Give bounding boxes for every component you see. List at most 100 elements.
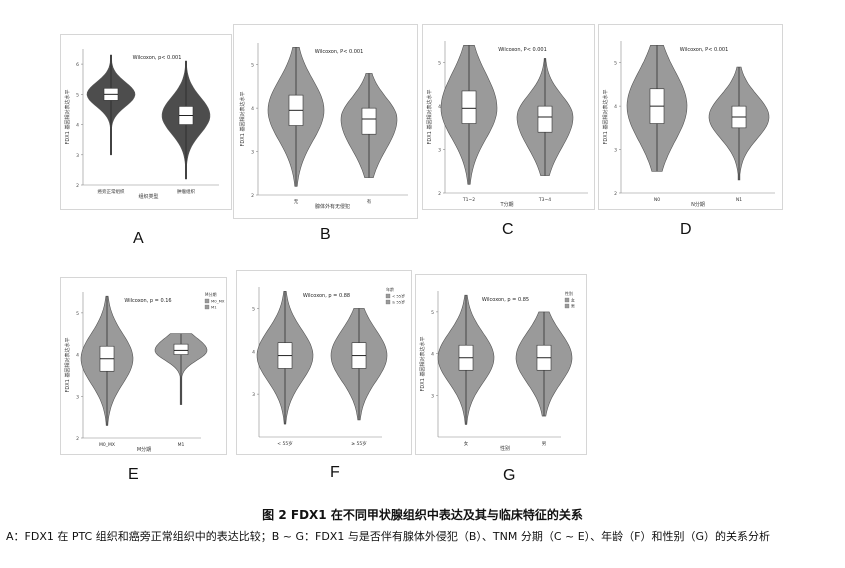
y-tick-label-g-0: 3 xyxy=(431,393,434,399)
category-label-a-0: 癌旁正常组织 xyxy=(98,188,125,195)
violin-chart-g: 345FDX1 基因相对表达水平Wilcoxon, p = 0.85女男性别性别… xyxy=(419,290,575,452)
box-b-1 xyxy=(361,107,377,135)
y-tick-label-b-2: 4 xyxy=(251,106,254,112)
category-label-b-0: 无 xyxy=(294,199,299,205)
y-tick-label-d-1: 3 xyxy=(614,148,617,154)
category-label-a-1: 肿瘤组织 xyxy=(177,188,195,195)
stat-label-b: Wilcoxon, P< 0.001 xyxy=(315,49,364,55)
y-axis-label-a: FDX1 基因相对表达水平 xyxy=(64,90,71,145)
legend-title-g: 性别 xyxy=(565,290,573,296)
legend-swatch-e-1 xyxy=(204,304,210,310)
category-label-d-0: N0 xyxy=(654,197,660,203)
panel-label-g: G xyxy=(503,467,516,484)
box-e-1 xyxy=(173,343,189,355)
y-tick-label-f-0: 3 xyxy=(252,392,255,398)
stat-label-a: Wilcoxon, p< 0.001 xyxy=(133,55,182,61)
x-axis-label-a: 组织类型 xyxy=(138,193,158,200)
x-axis-label-c: T分期 xyxy=(499,201,513,208)
panel-label-b: B xyxy=(320,226,331,243)
stat-label-c: Wilcoxon, P< 0.001 xyxy=(498,47,547,53)
y-tick-label-d-2: 4 xyxy=(614,104,617,110)
y-tick-label-e-0: 2 xyxy=(76,436,79,442)
legend-entry-f-0: < 55岁 xyxy=(392,294,405,299)
y-tick-label-a-0: 2 xyxy=(76,183,79,189)
y-tick-label-b-0: 2 xyxy=(251,193,254,199)
y-tick-label-d-3: 5 xyxy=(614,61,617,67)
x-axis-label-g: 性别 xyxy=(500,445,510,452)
y-tick-label-g-2: 5 xyxy=(431,310,434,316)
y-tick-label-b-3: 5 xyxy=(251,63,254,69)
y-tick-label-a-2: 4 xyxy=(76,123,79,129)
y-tick-label-c-2: 4 xyxy=(438,104,441,110)
box-c-0 xyxy=(461,90,477,124)
legend-swatch-f-0 xyxy=(385,293,391,299)
stat-label-g: Wilcoxon, p = 0.85 xyxy=(482,297,529,303)
y-tick-label-a-3: 5 xyxy=(76,92,79,98)
category-label-b-1: 有 xyxy=(367,198,372,205)
panel-label-e: E xyxy=(128,466,139,483)
y-tick-label-f-1: 4 xyxy=(252,349,255,355)
y-tick-label-b-1: 3 xyxy=(251,150,254,156)
y-tick-label-c-0: 2 xyxy=(438,191,441,197)
x-axis-label-b: 腺体外有无侵犯 xyxy=(315,203,350,210)
legend-entry-f-1: ≥ 55岁 xyxy=(392,300,405,305)
y-tick-label-c-3: 5 xyxy=(438,61,441,67)
legend-swatch-e-0 xyxy=(204,298,210,304)
legend-swatch-g-1 xyxy=(564,303,570,309)
panel-label-f: F xyxy=(330,464,340,481)
y-tick-label-a-4: 6 xyxy=(76,62,79,68)
y-tick-label-g-1: 4 xyxy=(431,352,434,358)
y-tick-label-e-3: 5 xyxy=(76,311,79,317)
legend-title-e: M分期 xyxy=(205,291,216,297)
category-label-g-1: 男 xyxy=(542,441,547,447)
legend-swatch-g-0 xyxy=(564,297,570,303)
figure-description: A：FDX1 在 PTC 组织和癌旁正常组织中的表达比较；B ~ G：FDX1 … xyxy=(6,530,771,543)
panel-label-a: A xyxy=(133,230,144,247)
category-label-f-1: ≥ 55岁 xyxy=(351,440,366,447)
category-label-d-1: N1 xyxy=(736,197,742,203)
y-axis-label-e: FDX1 基因相对表达水平 xyxy=(64,338,71,393)
x-axis-label-e: M分期 xyxy=(137,446,151,453)
category-label-c-1: T3~4 xyxy=(538,197,551,203)
y-tick-label-d-0: 2 xyxy=(614,191,617,197)
y-axis-label-g: FDX1 基因相对表达水平 xyxy=(419,337,426,392)
legend-entry-e-0: M0_MX xyxy=(211,299,225,304)
y-tick-label-f-2: 5 xyxy=(252,306,255,312)
panel-label-d: D xyxy=(680,221,692,238)
legend-swatch-f-1 xyxy=(385,299,391,305)
category-label-e-1: M1 xyxy=(178,442,185,448)
legend-entry-g-1: 男 xyxy=(571,304,575,309)
category-label-e-0: M0_MX xyxy=(99,442,115,448)
legend-title-f: 年龄 xyxy=(386,286,394,292)
y-tick-label-c-1: 3 xyxy=(438,148,441,154)
figure-title: 图 2 FDX1 在不同甲状腺组织中表达及其与临床特征的关系 xyxy=(262,508,583,522)
category-label-c-0: T1~2 xyxy=(462,197,475,203)
category-label-g-0: 女 xyxy=(464,440,469,447)
legend-entry-e-1: M1 xyxy=(211,305,217,310)
y-axis-label-d: FDX1 基因相对表达水平 xyxy=(602,90,609,145)
legend-entry-g-0: 女 xyxy=(571,298,575,303)
stat-label-e: Wilcoxon, p = 0.16 xyxy=(124,298,171,304)
y-axis-label-b: FDX1 基因相对表达水平 xyxy=(239,92,246,147)
category-label-f-0: < 55岁 xyxy=(277,440,292,447)
panel-label-c: C xyxy=(502,221,514,238)
y-tick-label-e-1: 3 xyxy=(76,394,79,400)
y-tick-label-e-2: 4 xyxy=(76,353,79,359)
y-tick-label-a-1: 3 xyxy=(76,153,79,159)
box-c-1 xyxy=(537,105,553,133)
y-axis-label-c: FDX1 基因相对表达水平 xyxy=(426,90,433,145)
stat-label-d: Wilcoxon, P< 0.001 xyxy=(680,47,729,53)
